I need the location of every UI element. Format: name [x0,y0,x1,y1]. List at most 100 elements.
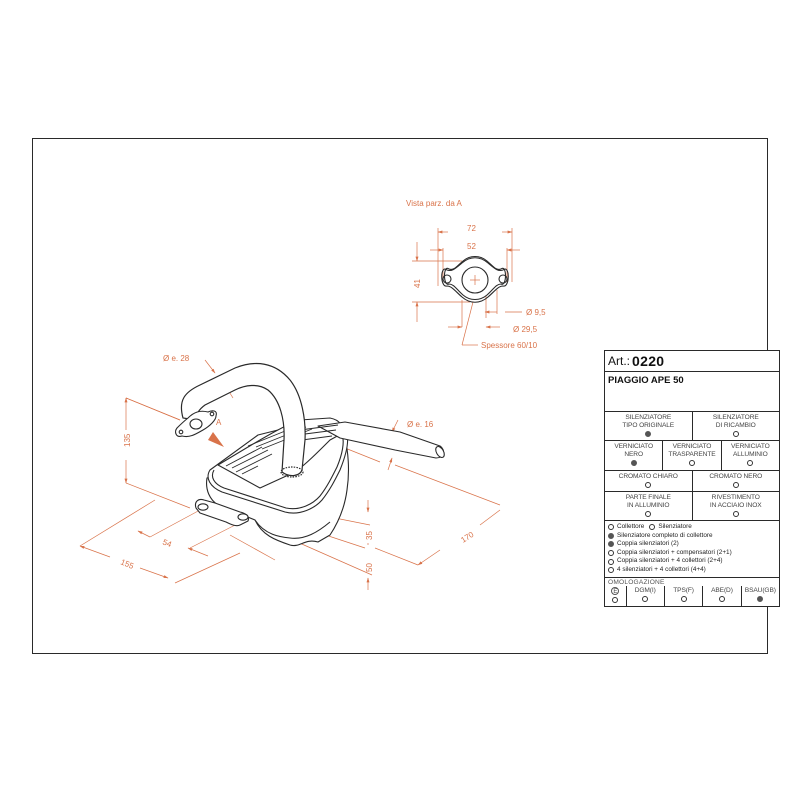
radio-empty-icon[interactable] [732,481,739,488]
option-label: VERNICIATO [614,443,654,451]
option-label: TPS(F) [673,586,694,594]
radio-empty-icon[interactable] [645,481,652,488]
option-label: IN ACCIAIO INOX [709,501,762,509]
radio-selected-icon[interactable] [630,460,637,467]
dim-inlet-diameter: Ø e. 28 [163,354,190,363]
radio-selected-icon[interactable] [608,532,614,539]
option-label: BSAU(GB) [744,586,776,594]
option-verniciato-alluminio[interactable]: VERNICIATO ALLUMINIO [722,441,779,469]
homologation-e-mark: E [605,585,627,606]
option-silenziatore[interactable]: Silenziatore [658,523,692,530]
radio-selected-icon[interactable] [645,431,652,437]
option-verniciato-trasparente[interactable]: VERNICIATO TRASPARENTE [663,441,722,470]
homologation-title: OMOLOGAZIONE [608,578,665,586]
list-item[interactable]: Silenziatore completo di collettore [608,532,777,541]
option-label: DGM(I) [634,586,656,594]
list-item[interactable]: Coppia silenziatori (2) [608,540,777,549]
radio-empty-icon[interactable] [608,524,614,531]
list-item-label: Coppia silenziatori + 4 collettori (2+4) [617,557,723,565]
radio-empty-icon[interactable] [680,595,687,602]
radio-empty-icon[interactable] [612,596,619,603]
option-label: CROMATO NERO [709,472,763,480]
option-label: SILENZIATORE [712,414,759,421]
radio-empty-icon[interactable] [608,550,614,557]
radio-empty-icon[interactable] [608,558,614,565]
view-marker-a: A [216,418,222,427]
radio-selected-icon[interactable] [757,595,764,602]
option-collettore[interactable]: Collettore [617,523,645,530]
dim-outlet-diameter: Ø e. 16 [407,420,434,429]
homologation-dgm[interactable]: DGM(I) [627,585,665,606]
option-label: VERNICIATO [730,443,770,451]
option-tipo-originale[interactable]: SILENZIATORE TIPO ORIGINALE [605,412,693,441]
option-label: SILENZIATORE [625,414,672,421]
list-item-label: Coppia silenziatori + compensatori (2+1) [617,548,732,556]
radio-selected-icon[interactable] [608,541,614,548]
muffler-isometric-view: Ø e. 28 A 135 155 54 Ø e. 16 35 50 170 [79,354,501,590]
radio-empty-icon[interactable] [718,595,725,602]
radio-empty-icon[interactable] [747,460,754,467]
dim-height-135: 135 [123,433,132,447]
view-a-arrow-icon [208,432,224,447]
homologation-section: OMOLOGAZIONE E DGM(I) TPS(F) ABE(D) BSAU… [605,578,779,606]
dim-hole-diameter: Ø 9,5 [526,308,546,317]
option-label: VERNICIATO [672,443,712,451]
homologation-bsau[interactable]: BSAU(GB) [742,586,779,606]
option-rivestimento-inox[interactable]: RIVESTIMENTO IN ACCIAIO INOX [693,492,780,520]
radio-empty-icon[interactable] [645,510,652,517]
radio-empty-icon[interactable] [608,567,614,574]
radio-empty-icon[interactable] [688,460,695,467]
spec-table: Art.: 0220 PIAGGIO APE 50 SILENZIATORE T… [604,350,780,607]
list-item-label: Coppia silenziatori (2) [617,540,679,548]
flange-shape [441,255,509,303]
radio-empty-icon[interactable] [732,431,739,437]
dim-depth-155: 155 [119,558,135,572]
e-mark-icon: E [611,586,620,595]
option-label: NERO [624,451,643,459]
list-item[interactable]: Coppia silenziatori + 4 collettori (2+4) [608,557,777,566]
list-item-label: Silenziatore completo di collettore [617,531,713,539]
option-label: TRASPARENTE [668,451,716,459]
option-verniciato-nero[interactable]: VERNICIATO NERO [605,441,664,470]
list-item-collettore-silenziatore: Collettore Silenziatore [608,523,777,532]
flange-detail-view: Vista parz. da A 72 52 41 Ø [406,199,546,350]
radio-empty-icon[interactable] [649,524,656,531]
chrome-row: CROMATO CHIARO CROMATO NERO [605,470,780,492]
article-number: 0220 [632,353,665,369]
radio-empty-icon[interactable] [642,595,649,602]
dim-thickness: Spessore 60/10 [481,341,538,350]
view-label: Vista parz. da A [406,199,463,208]
list-item[interactable]: 4 silenziatori + 4 collettori (4+4) [608,566,777,575]
option-label: TIPO ORIGINALE [622,422,675,429]
article-label: Art.: [608,354,631,368]
dim-flange-width-inner: 52 [467,242,476,251]
extras-row: PARTE FINALE IN ALLUMINIO RIVESTIMENTO I… [605,491,780,521]
list-item[interactable]: Coppia silenziatori + compensatori (2+1) [608,549,777,558]
option-parte-finale-alluminio[interactable]: PARTE FINALE IN ALLUMINIO [605,491,693,520]
list-item-label: 4 silenziatori + 4 collettori (4+4) [617,565,706,573]
homologation-options: E DGM(I) TPS(F) ABE(D) BSAU(GB) [605,585,779,606]
option-cromato-chiaro[interactable]: CROMATO CHIARO [605,470,693,491]
article-header: Art.: 0220 [605,351,779,372]
option-label: RIVESTIMENTO [711,493,760,501]
dim-offset-35: 35 [365,531,374,540]
option-label: DI RICAMBIO [715,422,756,429]
dim-length-170: 170 [459,530,476,545]
silencer-type-row: SILENZIATORE TIPO ORIGINALE SILENZIATORE… [605,412,780,442]
homologation-abe[interactable]: ABE(D) [703,585,742,606]
finish-row: VERNICIATO NERO VERNICIATO TRASPARENTE V… [605,441,779,471]
homologation-tps[interactable]: TPS(F) [665,585,704,606]
dim-mount-spacing-54: 54 [161,538,173,550]
option-label: ALLUMINIO [732,451,768,459]
dim-offset-50: 50 [365,563,374,572]
dim-bore-diameter: Ø 29,5 [513,325,538,334]
option-label: PARTE FINALE [625,493,671,501]
radio-empty-icon[interactable] [732,510,739,517]
option-label: IN ALLUMINIO [627,501,670,509]
option-di-ricambio[interactable]: SILENZIATORE DI RICAMBIO [693,412,780,440]
option-label: ABE(D) [711,586,733,594]
option-label: CROMATO CHIARO [618,472,678,480]
option-cromato-nero[interactable]: CROMATO NERO [693,471,780,491]
dim-flange-width-outer: 72 [467,224,476,233]
